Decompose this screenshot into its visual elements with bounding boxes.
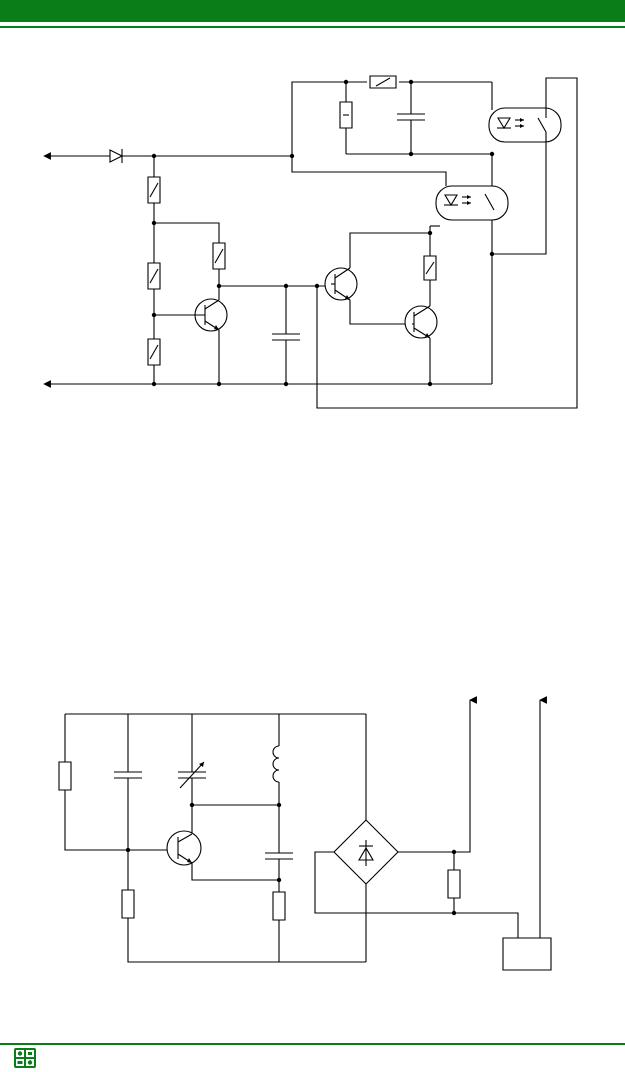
output-box [503,938,551,970]
resistor-r5 [424,256,436,280]
resistor-r7 [340,102,352,128]
diode-bridge [334,820,398,884]
capacitor-c2 [397,114,425,120]
capacitor-c1 [272,334,300,340]
resistor-r1 [148,177,160,203]
resistor-r6 [370,76,396,88]
footer-rule [0,1043,625,1045]
transistor-t4 [167,831,201,865]
diode-1 [110,149,122,163]
optocoupler-1 [489,108,561,142]
inductor-l1 [273,746,279,782]
capacitor-c3 [114,772,142,778]
resistor-r2 [148,263,160,289]
resistor-r4 [213,243,225,269]
publisher-logo-icon [14,1048,36,1068]
header-rule [0,26,625,28]
transistor-t1 [154,299,227,331]
circuit-diagram-2 [0,696,625,980]
resistor-r11 [448,870,460,898]
resistor-r3 [148,339,160,365]
transistor-t3 [405,306,437,338]
capacitor-c4 [265,853,293,859]
resistor-r9 [122,890,134,918]
header-bar [0,0,625,22]
circuit-diagram-1 [43,60,625,420]
optocoupler-2 [436,186,508,220]
transistor-t2 [325,268,357,300]
resistor-r10 [273,892,285,920]
resistor-r8 [59,762,71,790]
